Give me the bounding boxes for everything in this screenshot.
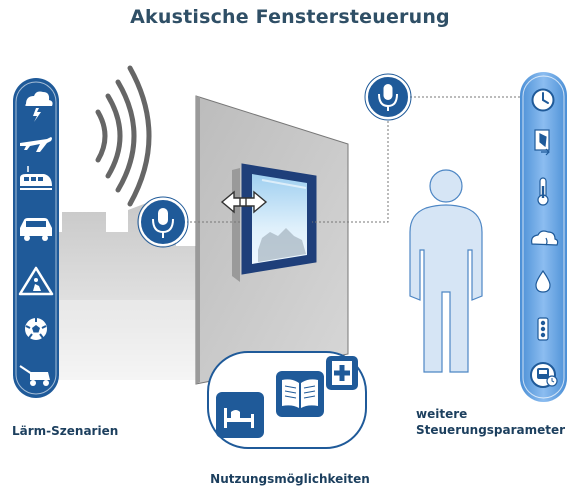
further-parameters-label: weitere Steuerungsparameter (416, 406, 565, 438)
door-exit-icon (534, 129, 550, 156)
microphone-right-icon (364, 73, 412, 121)
window (232, 163, 317, 282)
noise-scenarios-label: Lärm-Szenarien (12, 424, 119, 438)
train-icon (20, 166, 52, 190)
airplane-icon (20, 137, 52, 152)
thunderstorm-icon (25, 91, 53, 122)
bus-clock-icon (530, 362, 558, 388)
connection-lines (186, 96, 524, 223)
further-parameters-label-line1: weitere (416, 407, 468, 421)
car-icon (20, 218, 52, 241)
soccer-ball-icon (25, 318, 47, 340)
traffic-light-icon (537, 317, 549, 341)
construction-sign-icon (18, 266, 54, 296)
medical-cross-icon (332, 361, 352, 385)
thermometer-icon (537, 177, 549, 206)
usage-options-label: Nutzungsmöglichkeiten (210, 472, 370, 486)
further-parameters-label-line2: Steuerungsparameter (416, 423, 566, 437)
rain-drop-icon (535, 269, 551, 293)
person-icon (409, 169, 483, 373)
bed-icon (224, 408, 254, 428)
page-title: Akustische Fenstersteuerung (130, 6, 450, 28)
noise-scenarios-panel (13, 78, 59, 398)
usage-options-panel (207, 351, 367, 449)
weather-icon (531, 230, 559, 246)
book-icon (282, 379, 318, 408)
microphone-left-icon (137, 196, 189, 248)
open-close-arrow-icon (220, 190, 268, 214)
parameters-panel (520, 72, 567, 402)
clock-icon (531, 88, 555, 112)
sound-waves-icon (95, 65, 152, 207)
lawn-mower-icon (19, 365, 50, 386)
